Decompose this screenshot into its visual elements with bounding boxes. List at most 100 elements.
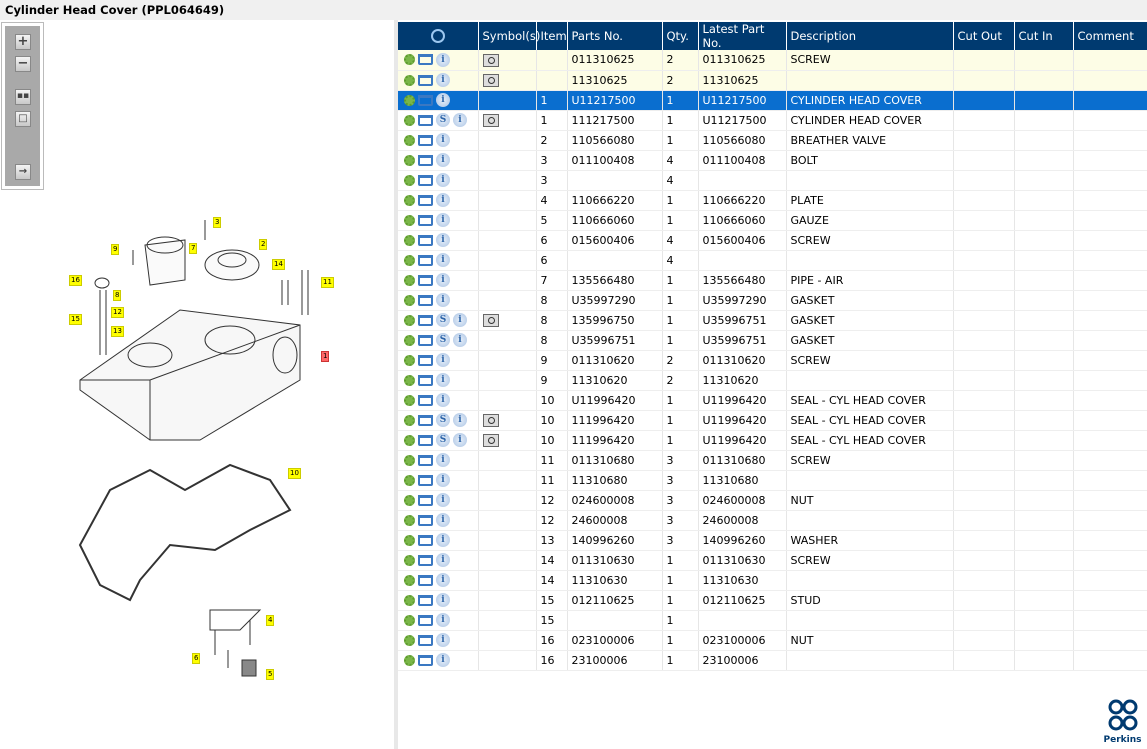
column-header-latest-part-no[interactable]: Latest Part No. [698,22,787,50]
gear-icon[interactable] [404,434,415,446]
callout-2[interactable]: 2 [259,239,268,250]
gear-icon[interactable] [404,454,415,466]
gear-icon[interactable] [404,574,415,586]
book-magnifier-icon[interactable] [482,53,499,67]
info-icon[interactable]: i [436,273,450,287]
cart-icon[interactable] [418,54,433,66]
info-icon[interactable]: i [436,633,450,647]
cart-icon[interactable] [418,494,433,506]
cart-icon[interactable] [418,434,433,446]
cart-icon[interactable] [418,174,433,186]
callout-12[interactable]: 12 [111,307,124,318]
gear-icon[interactable] [404,394,415,406]
fit-window-button[interactable]: □ [15,111,31,127]
callout-4[interactable]: 4 [266,615,275,626]
cart-icon[interactable] [418,614,433,626]
gear-icon[interactable] [404,274,415,286]
info-icon[interactable]: i [453,433,467,447]
info-icon[interactable]: i [436,553,450,567]
column-header-cut-in[interactable]: Cut In [1014,22,1074,50]
gear-icon[interactable] [404,534,415,546]
info-icon[interactable]: i [436,473,450,487]
cart-icon[interactable] [418,654,433,666]
cart-icon[interactable] [418,474,433,486]
callout-6[interactable]: 6 [192,653,201,664]
info-icon[interactable]: i [436,533,450,547]
cart-icon[interactable] [418,94,433,106]
info-icon[interactable]: i [436,153,450,167]
callout-13[interactable]: 13 [111,326,124,337]
book-magnifier-icon[interactable] [482,73,499,87]
callout-9[interactable]: 9 [111,244,120,255]
cart-icon[interactable] [418,114,433,126]
book-magnifier-icon[interactable] [482,413,499,427]
supersession-icon[interactable]: S [436,413,450,427]
info-icon[interactable]: i [436,133,450,147]
exploded-parts-diagram[interactable] [0,190,394,690]
gear-icon[interactable] [404,414,415,426]
cart-icon[interactable] [418,154,433,166]
book-magnifier-icon[interactable] [482,313,499,327]
cart-icon[interactable] [418,314,433,326]
info-icon[interactable]: i [436,93,450,107]
cart-icon[interactable] [418,414,433,426]
cart-icon[interactable] [418,294,433,306]
gear-icon[interactable] [404,94,415,106]
zoom-in-button[interactable]: + [15,34,31,50]
cart-icon[interactable] [418,354,433,366]
gear-icon[interactable] [404,474,415,486]
cart-icon[interactable] [418,254,433,266]
info-icon[interactable]: i [436,653,450,667]
gear-icon[interactable] [404,594,415,606]
gear-icon[interactable] [404,334,415,346]
info-icon[interactable]: i [436,593,450,607]
callout-16[interactable]: 16 [69,275,82,286]
gear-icon[interactable] [404,54,415,66]
gear-icon[interactable] [404,634,415,646]
fit-all-button[interactable]: ▪▪ [15,89,31,105]
export-button[interactable]: → [15,164,31,180]
info-icon[interactable]: i [436,213,450,227]
gear-icon[interactable] [404,614,415,626]
gear-icon[interactable] [404,174,415,186]
column-header-symbol-s[interactable]: Symbol(s) [478,22,540,50]
callout-1[interactable]: 1 [321,351,330,362]
info-icon[interactable]: i [436,73,450,87]
info-icon[interactable]: i [436,52,450,67]
cart-icon[interactable] [418,214,433,226]
callout-3[interactable]: 3 [213,217,222,228]
gear-icon[interactable] [404,354,415,366]
info-icon[interactable]: i [453,113,467,127]
cart-icon[interactable] [418,74,433,86]
info-icon[interactable]: i [453,333,467,347]
callout-14[interactable]: 14 [272,259,285,270]
gear-icon[interactable] [404,114,415,126]
gear-icon[interactable] [404,154,415,166]
book-magnifier-icon[interactable] [482,433,499,447]
callout-11[interactable]: 11 [321,277,334,288]
gear-icon[interactable] [404,74,415,86]
callout-15[interactable]: 15 [69,314,82,325]
gear-icon[interactable] [404,494,415,506]
column-header-actions[interactable] [398,22,479,50]
cart-icon[interactable] [418,454,433,466]
info-icon[interactable]: i [453,313,467,327]
search-columns-icon[interactable] [431,29,446,44]
